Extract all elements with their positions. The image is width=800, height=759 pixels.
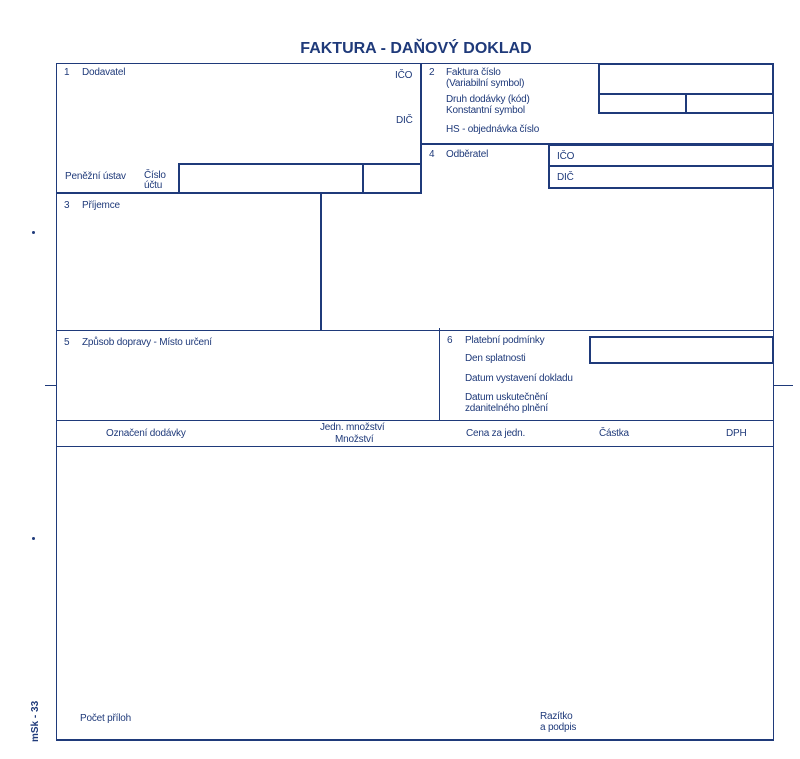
margin-dot xyxy=(32,231,35,234)
customer-dic-field[interactable] xyxy=(548,165,774,189)
column-price: Cena za jedn. xyxy=(466,428,526,439)
account-number-field[interactable] xyxy=(178,163,364,194)
fold-mark xyxy=(45,385,56,386)
margin-dot xyxy=(32,537,35,540)
order-number-label: HS - objednávka číslo xyxy=(446,124,540,135)
column-item: Označení dodávky xyxy=(106,428,186,439)
customer-label: Odběratel xyxy=(446,149,489,160)
column-qty: Množství xyxy=(335,434,374,445)
column-unit: Jedn. množství xyxy=(320,422,385,433)
section-number: 2 xyxy=(429,67,435,78)
due-date-label: Den splatnosti xyxy=(465,353,526,364)
column-vat: DPH xyxy=(726,428,747,439)
recipient-label: Příjemce xyxy=(82,200,120,211)
customer-dic-label: DIČ xyxy=(557,172,574,183)
divider xyxy=(56,330,774,331)
section-number: 1 xyxy=(64,67,70,78)
issue-date-label: Datum vystavení dokladu xyxy=(465,373,573,384)
divider xyxy=(420,63,422,193)
payment-terms-field[interactable] xyxy=(589,336,774,364)
invoice-form xyxy=(56,63,774,741)
variable-symbol-label: (Variabilní symbol) xyxy=(446,78,525,89)
column-amount: Částka xyxy=(599,428,629,439)
divider xyxy=(439,328,440,420)
section-number: 4 xyxy=(429,149,435,160)
bank-code-field[interactable] xyxy=(362,163,422,194)
divider xyxy=(56,420,774,421)
supplier-label: Dodavatel xyxy=(82,67,126,78)
constant-symbol-field[interactable] xyxy=(685,93,774,114)
section-number: 6 xyxy=(447,335,453,346)
bank-label: Peněžní ústav xyxy=(65,171,126,182)
delivery-type-label: Druh dodávky (kód) xyxy=(446,94,530,105)
taxable-date-label-2: zdanitelného plnění xyxy=(465,403,548,414)
taxable-date-label: Datum uskutečnění xyxy=(465,392,548,403)
document-title: FAKTURA - DAŇOVÝ DOKLAD xyxy=(300,40,532,57)
supplier-dic-label: DIČ xyxy=(396,115,413,126)
attachments-label: Počet příloh xyxy=(80,713,131,724)
fold-mark xyxy=(774,385,793,386)
payment-terms-label: Platební podmínky xyxy=(465,335,545,346)
divider xyxy=(320,193,322,330)
section-number: 5 xyxy=(64,337,70,348)
invoice-number-field[interactable] xyxy=(598,63,774,95)
account-label-2: účtu xyxy=(144,180,163,191)
stamp-label: Razítko xyxy=(540,711,573,722)
form-code: mSk - 33 xyxy=(30,700,41,742)
account-label: Číslo xyxy=(144,170,166,181)
customer-ico-label: IČO xyxy=(557,151,575,162)
signature-label: a podpis xyxy=(540,722,577,733)
invoice-number-label: Faktura číslo xyxy=(446,67,501,78)
customer-ico-field[interactable] xyxy=(548,144,774,167)
supplier-ico-label: IČO xyxy=(395,70,413,81)
transport-label: Způsob dopravy - Místo určení xyxy=(82,337,212,348)
constant-symbol-label: Konstantní symbol xyxy=(446,105,525,116)
delivery-type-field[interactable] xyxy=(598,93,687,114)
divider xyxy=(56,446,774,447)
section-number: 3 xyxy=(64,200,70,211)
